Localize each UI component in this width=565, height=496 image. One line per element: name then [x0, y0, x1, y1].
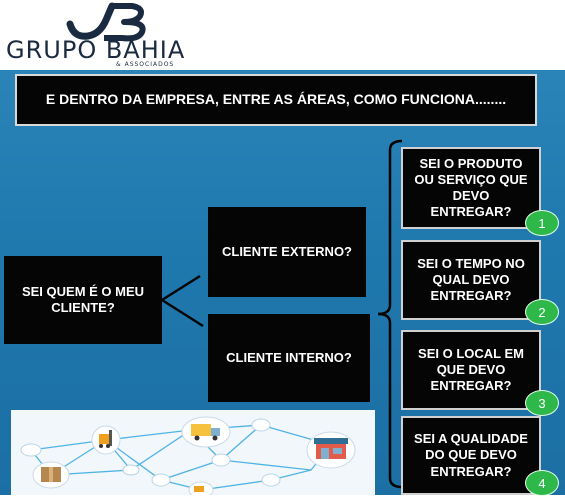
delivery-truck-icon — [181, 416, 231, 448]
logistics-illustration — [11, 410, 375, 495]
forklift-icon — [91, 425, 121, 455]
question-label: SEI A QUALIDADE DO QUE DEVO ENTREGAR? — [414, 431, 528, 479]
package-icon — [32, 461, 70, 489]
logo-tagline: & ASSOCIADOS — [116, 61, 175, 68]
number-badge: 3 — [525, 390, 559, 416]
delivery-truck-icon — [188, 481, 214, 495]
question-label: SEI O PRODUTO OU SERVIÇO QUE DEVO ENTREG… — [414, 155, 528, 220]
question-box-quality: SEI A QUALIDADE DO QUE DEVO ENTREGAR? — [401, 416, 541, 495]
logo-brand-text: GRUPO BAHIA — [6, 36, 186, 64]
network-node-icon — [20, 418, 281, 487]
header-band: GRUPO BAHIA & ASSOCIADOS — [0, 0, 565, 70]
who-is-my-client-box: SEI QUEM É O MEU CLIENTE? — [4, 256, 162, 344]
number-badge: 1 — [525, 210, 559, 236]
internal-client-box: CLIENTE INTERNO? — [208, 314, 370, 402]
question-label: SEI O TEMPO NO QUAL DEVO ENTREGAR? — [417, 255, 525, 304]
question-label: SEI O LOCAL EM QUE DEVO ENTREGAR? — [418, 345, 524, 394]
question-box-product: SEI O PRODUTO OU SERVIÇO QUE DEVO ENTREG… — [401, 147, 541, 229]
storefront-icon — [306, 431, 356, 469]
logo-mark-icon — [66, 2, 146, 42]
number-badge: 2 — [525, 299, 559, 325]
slide-title: E DENTRO DA EMPRESA, ENTRE AS ÁREAS, COM… — [15, 74, 537, 126]
network-diagram — [20, 416, 356, 495]
question-box-place: SEI O LOCAL EM QUE DEVO ENTREGAR? — [401, 330, 541, 410]
number-badge: 4 — [525, 470, 559, 496]
external-client-box: CLIENTE EXTERNO? — [208, 207, 366, 297]
question-box-time: SEI O TEMPO NO QUAL DEVO ENTREGAR? — [401, 240, 541, 320]
